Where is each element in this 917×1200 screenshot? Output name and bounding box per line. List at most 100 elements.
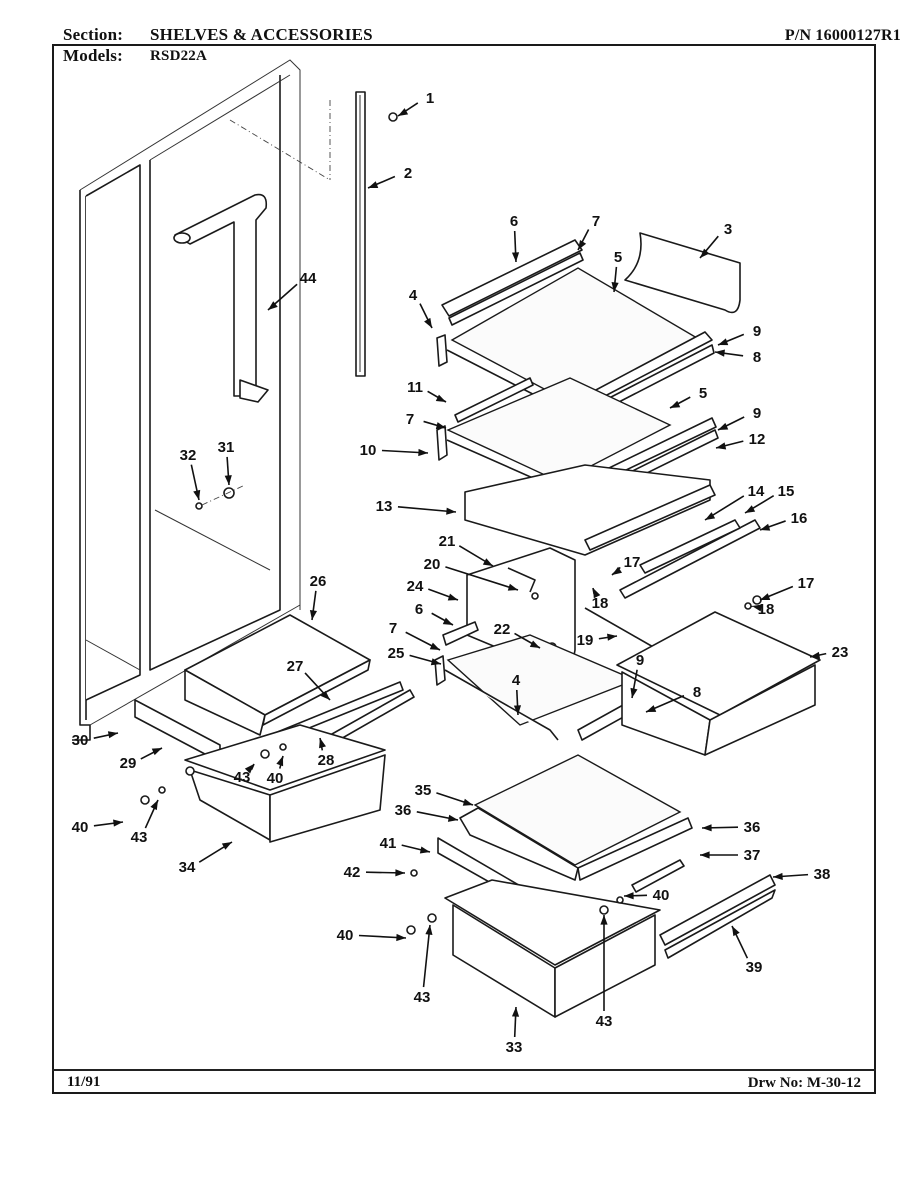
callout-label-40: 40 <box>72 819 89 836</box>
callout-label-30: 30 <box>72 732 89 749</box>
arrowhead-icon <box>718 338 729 346</box>
arrowhead-icon <box>513 705 522 715</box>
arrowhead-icon <box>396 933 406 942</box>
callout-label-25: 25 <box>388 645 405 662</box>
arrowhead-icon <box>276 756 284 767</box>
arrowhead-icon <box>368 181 379 188</box>
arrowhead-icon <box>319 738 326 749</box>
arrowhead-icon <box>593 588 601 599</box>
arrowhead-icon <box>511 1007 520 1017</box>
arrowhead-icon <box>600 915 608 925</box>
arrowhead-icon <box>732 926 740 937</box>
arrowhead-icon <box>612 566 623 575</box>
bracket-fasteners-31-32 <box>195 484 246 510</box>
callout-label-20: 20 <box>424 556 441 573</box>
callout-label-6: 6 <box>415 601 423 618</box>
callout-label-10: 10 <box>360 442 377 459</box>
arrowhead-icon <box>268 301 278 310</box>
rail-part-39 <box>664 889 776 959</box>
callout-label-32: 32 <box>180 447 197 464</box>
door-handle-part-44 <box>173 193 269 403</box>
shelf-trim-part-3 <box>624 232 741 314</box>
arrowhead-icon <box>611 282 619 292</box>
callout-label-18: 18 <box>592 595 609 612</box>
arrowhead-icon <box>745 505 756 513</box>
callout-label-13: 13 <box>376 498 393 515</box>
footer-divider <box>52 1069 876 1071</box>
callout-label-24: 24 <box>407 578 424 595</box>
rail-clip-part-37 <box>631 859 685 893</box>
arrowhead-icon <box>309 609 318 620</box>
arrowhead-icon <box>425 925 433 935</box>
callout-label-42: 42 <box>344 864 361 881</box>
callout-label-7: 7 <box>592 213 600 230</box>
arrowhead-icon <box>442 617 453 625</box>
screw-part-42 <box>410 869 418 877</box>
callout-label-9: 9 <box>753 405 761 422</box>
arrowhead-icon <box>700 248 710 258</box>
callout-label-26: 26 <box>310 573 327 590</box>
callout-label-23: 23 <box>832 644 849 661</box>
arrowhead-icon <box>435 422 446 430</box>
arrowhead-icon <box>482 558 493 566</box>
callout-label-41: 41 <box>380 835 397 852</box>
arrowhead-icon <box>607 633 617 641</box>
callout-label-40: 40 <box>653 887 670 904</box>
arrowhead-icon <box>705 512 716 520</box>
callout-label-5: 5 <box>614 249 622 266</box>
callout-leader-13 <box>397 506 457 513</box>
callout-label-39: 39 <box>746 959 763 976</box>
arrowhead-icon <box>670 400 681 408</box>
arrowhead-icon <box>224 475 232 485</box>
part-number: P/N 16000127R1 <box>784 27 901 44</box>
arrowhead-icon <box>529 640 540 648</box>
callout-leader-20 <box>445 566 519 591</box>
callout-label-43: 43 <box>414 989 431 1006</box>
arrowhead-icon <box>429 642 440 650</box>
arrowhead-icon <box>760 523 771 531</box>
drawing-date: 11/91 <box>67 1074 101 1090</box>
callout-leader-43 <box>422 924 431 988</box>
callout-label-9: 9 <box>753 323 761 340</box>
callout-label-36: 36 <box>744 819 761 836</box>
callout-label-6: 6 <box>510 213 518 230</box>
drawer-part-33 <box>406 879 661 1018</box>
callout-label-40: 40 <box>337 927 354 944</box>
drawing-number: Drw No: M-30-12 <box>747 1075 861 1091</box>
meat-keeper-cover-part-13 <box>464 464 761 599</box>
callout-label-31: 31 <box>218 439 235 456</box>
callout-label-29: 29 <box>120 755 137 772</box>
callout-label-37: 37 <box>744 847 761 864</box>
arrowhead-icon <box>630 687 638 698</box>
callout-label-22: 22 <box>494 621 511 638</box>
rod-part-19 <box>584 607 656 649</box>
arrowhead-icon <box>810 651 821 659</box>
callout-label-27: 27 <box>287 658 304 675</box>
callout-label-8: 8 <box>693 684 701 701</box>
callout-label-11: 11 <box>407 379 423 396</box>
callout-label-2: 2 <box>404 165 412 182</box>
callout-leaders <box>93 102 827 1038</box>
arrowhead-icon <box>700 851 710 859</box>
arrowhead-icon <box>511 252 520 262</box>
arrowhead-icon <box>718 422 729 430</box>
arrowhead-icon <box>418 448 428 457</box>
callout-label-33: 33 <box>506 1039 523 1056</box>
arrowhead-icon <box>395 869 405 877</box>
callout-label-44: 44 <box>300 270 317 287</box>
models-label: Models: <box>63 46 123 65</box>
callout-label-43: 43 <box>131 829 148 846</box>
callout-label-43: 43 <box>596 1013 613 1030</box>
arrowhead-icon <box>447 814 458 822</box>
arrowhead-icon <box>715 349 725 357</box>
callout-label-38: 38 <box>814 866 831 883</box>
arrowhead-icon <box>752 604 763 612</box>
callout-label-21: 21 <box>439 533 456 550</box>
callout-label-28: 28 <box>318 752 335 769</box>
arrowhead-icon <box>773 872 783 881</box>
arrowhead-icon <box>320 690 330 700</box>
section-title: SHELVES & ACCESSORIES <box>150 25 373 44</box>
crisper-pan-part-23 <box>616 595 821 756</box>
